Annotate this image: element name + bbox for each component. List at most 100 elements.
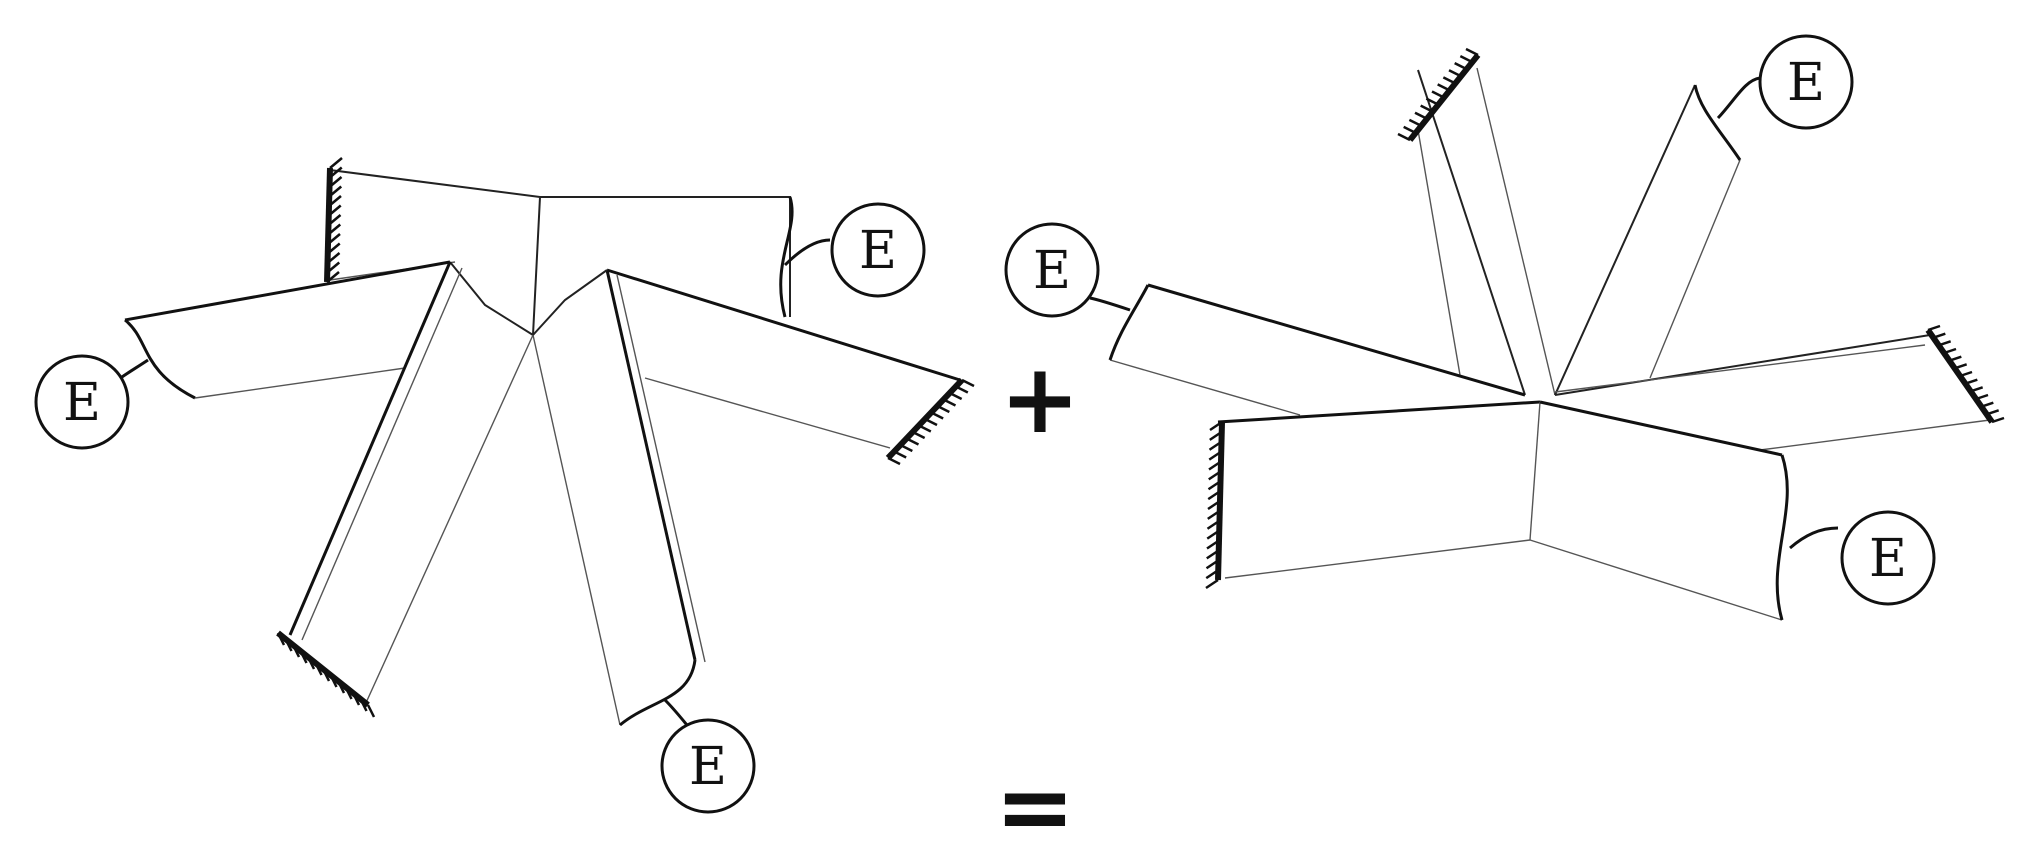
- left-arm-top-left: [329, 169, 542, 336]
- hatch-tick: [1959, 370, 1973, 378]
- hatch-tick: [887, 456, 901, 466]
- hatch-tick: [329, 157, 343, 169]
- hatch-tick: [299, 650, 308, 664]
- hatch-tick: [1970, 386, 1984, 393]
- right-arm-left: [1109, 283, 1526, 416]
- hatch-tick: [1954, 363, 1968, 370]
- hatch-tick: [328, 185, 343, 198]
- right-arm-top-right: [1554, 84, 1741, 396]
- hatch-tick: [893, 450, 907, 459]
- hatch-tick: [1206, 519, 1221, 530]
- hatch-tick: [905, 437, 920, 446]
- hatch-tick: [1208, 440, 1223, 451]
- elastic-end: E: [34, 318, 196, 450]
- hatch-tick: [1454, 62, 1468, 71]
- fixed-support: [324, 157, 343, 283]
- left-arm-top-right: [540, 196, 791, 317]
- hatch-tick: [1207, 490, 1221, 501]
- hatch-tick: [1207, 480, 1222, 491]
- hatch-tick: [329, 674, 338, 688]
- fixed-support: [885, 377, 975, 466]
- hatch-tick: [344, 686, 353, 700]
- hatch-tick: [1938, 340, 1952, 347]
- hatch-tick: [930, 411, 944, 420]
- right-arm-right: [1554, 334, 1991, 451]
- hatch-tick: [1975, 393, 1989, 401]
- hatch-tick: [1206, 529, 1220, 540]
- elastic-end-marker: [1840, 510, 1936, 606]
- hatch-tick: [961, 378, 975, 388]
- hatch-tick: [1431, 90, 1445, 99]
- hatch-tick: [328, 195, 342, 207]
- hatch-tick: [284, 638, 293, 652]
- hatch-tick: [1209, 430, 1223, 441]
- hatch-tick: [1437, 83, 1451, 92]
- left-arm-left: [124, 260, 534, 399]
- elastic-end: E: [779, 196, 926, 318]
- hatch-tick: [1205, 578, 1219, 590]
- fixed-support: [1925, 324, 2005, 424]
- left-arm-right: [532, 268, 961, 449]
- fixed-support: [276, 630, 376, 718]
- hatch-tick: [306, 656, 316, 670]
- hatch-tick: [321, 668, 331, 682]
- hatch-tick: [899, 443, 913, 453]
- hatch-tick: [327, 214, 342, 226]
- hatch-tick: [1425, 97, 1439, 106]
- hatch-tick: [1205, 559, 1220, 570]
- hatch-tick: [359, 698, 368, 712]
- elastic-end-label: E: [1033, 241, 1071, 301]
- left-arm-bottom: [532, 269, 706, 726]
- left-arm-bottom-left: [288, 261, 534, 706]
- hatch-tick: [328, 176, 343, 188]
- right-arm-lower-left: [1217, 400, 1541, 579]
- elastic-end-label: E: [63, 373, 101, 433]
- hatch-tick: [955, 385, 969, 394]
- right-junction: E E E: [1004, 34, 2005, 621]
- hatch-tick: [1207, 509, 1221, 520]
- hatch-tick: [314, 662, 323, 676]
- hatch-tick: [936, 404, 950, 414]
- hatch-tick: [1986, 409, 2000, 416]
- hatch-tick: [1208, 450, 1222, 461]
- hatch-tick: [1209, 420, 1223, 432]
- elastic-end: E: [1693, 34, 1854, 161]
- hatch-tick: [327, 223, 342, 236]
- elastic-end: E: [619, 659, 756, 814]
- hatch-tick: [1397, 132, 1411, 142]
- hatch-tick: [1414, 111, 1428, 120]
- fixed-support: [1205, 420, 1225, 590]
- elastic-end-marker: [660, 718, 756, 814]
- hatch-tick: [276, 632, 286, 646]
- hatch-tick: [949, 391, 963, 401]
- hatch-tick: [1207, 499, 1221, 511]
- right-arm-top: [1417, 67, 1556, 396]
- hatch-tick: [1948, 355, 1962, 362]
- elastic-end-label: E: [689, 737, 727, 797]
- elastic-end-label: E: [859, 221, 897, 281]
- hatch-tick: [1205, 569, 1219, 580]
- elastic-end-marker: [1004, 222, 1100, 318]
- hatch-tick: [327, 233, 341, 245]
- hatch-tick: [1991, 416, 2005, 424]
- hatch-tick: [291, 644, 301, 658]
- hatch-tick: [1943, 347, 1957, 355]
- hatch-tick: [1932, 332, 1946, 339]
- elastic-end-marker: [830, 202, 926, 298]
- right-arm-lower-right: [1529, 400, 1783, 621]
- hatch-tick: [1208, 460, 1222, 471]
- elastic-end: E: [1004, 222, 1150, 361]
- elastic-end-marker: [1758, 34, 1854, 130]
- hatch-tick: [326, 271, 340, 283]
- fixed-support: [1397, 47, 1481, 142]
- hatch-tick: [1442, 76, 1456, 85]
- hatch-tick: [328, 166, 343, 179]
- hatch-tick: [326, 242, 341, 255]
- plus-operator: +: [1000, 343, 1080, 455]
- elastic-end: E: [1775, 454, 1936, 621]
- hatch-tick: [326, 252, 341, 264]
- hatch-tick: [1465, 47, 1479, 57]
- hatch-tick: [1206, 549, 1220, 560]
